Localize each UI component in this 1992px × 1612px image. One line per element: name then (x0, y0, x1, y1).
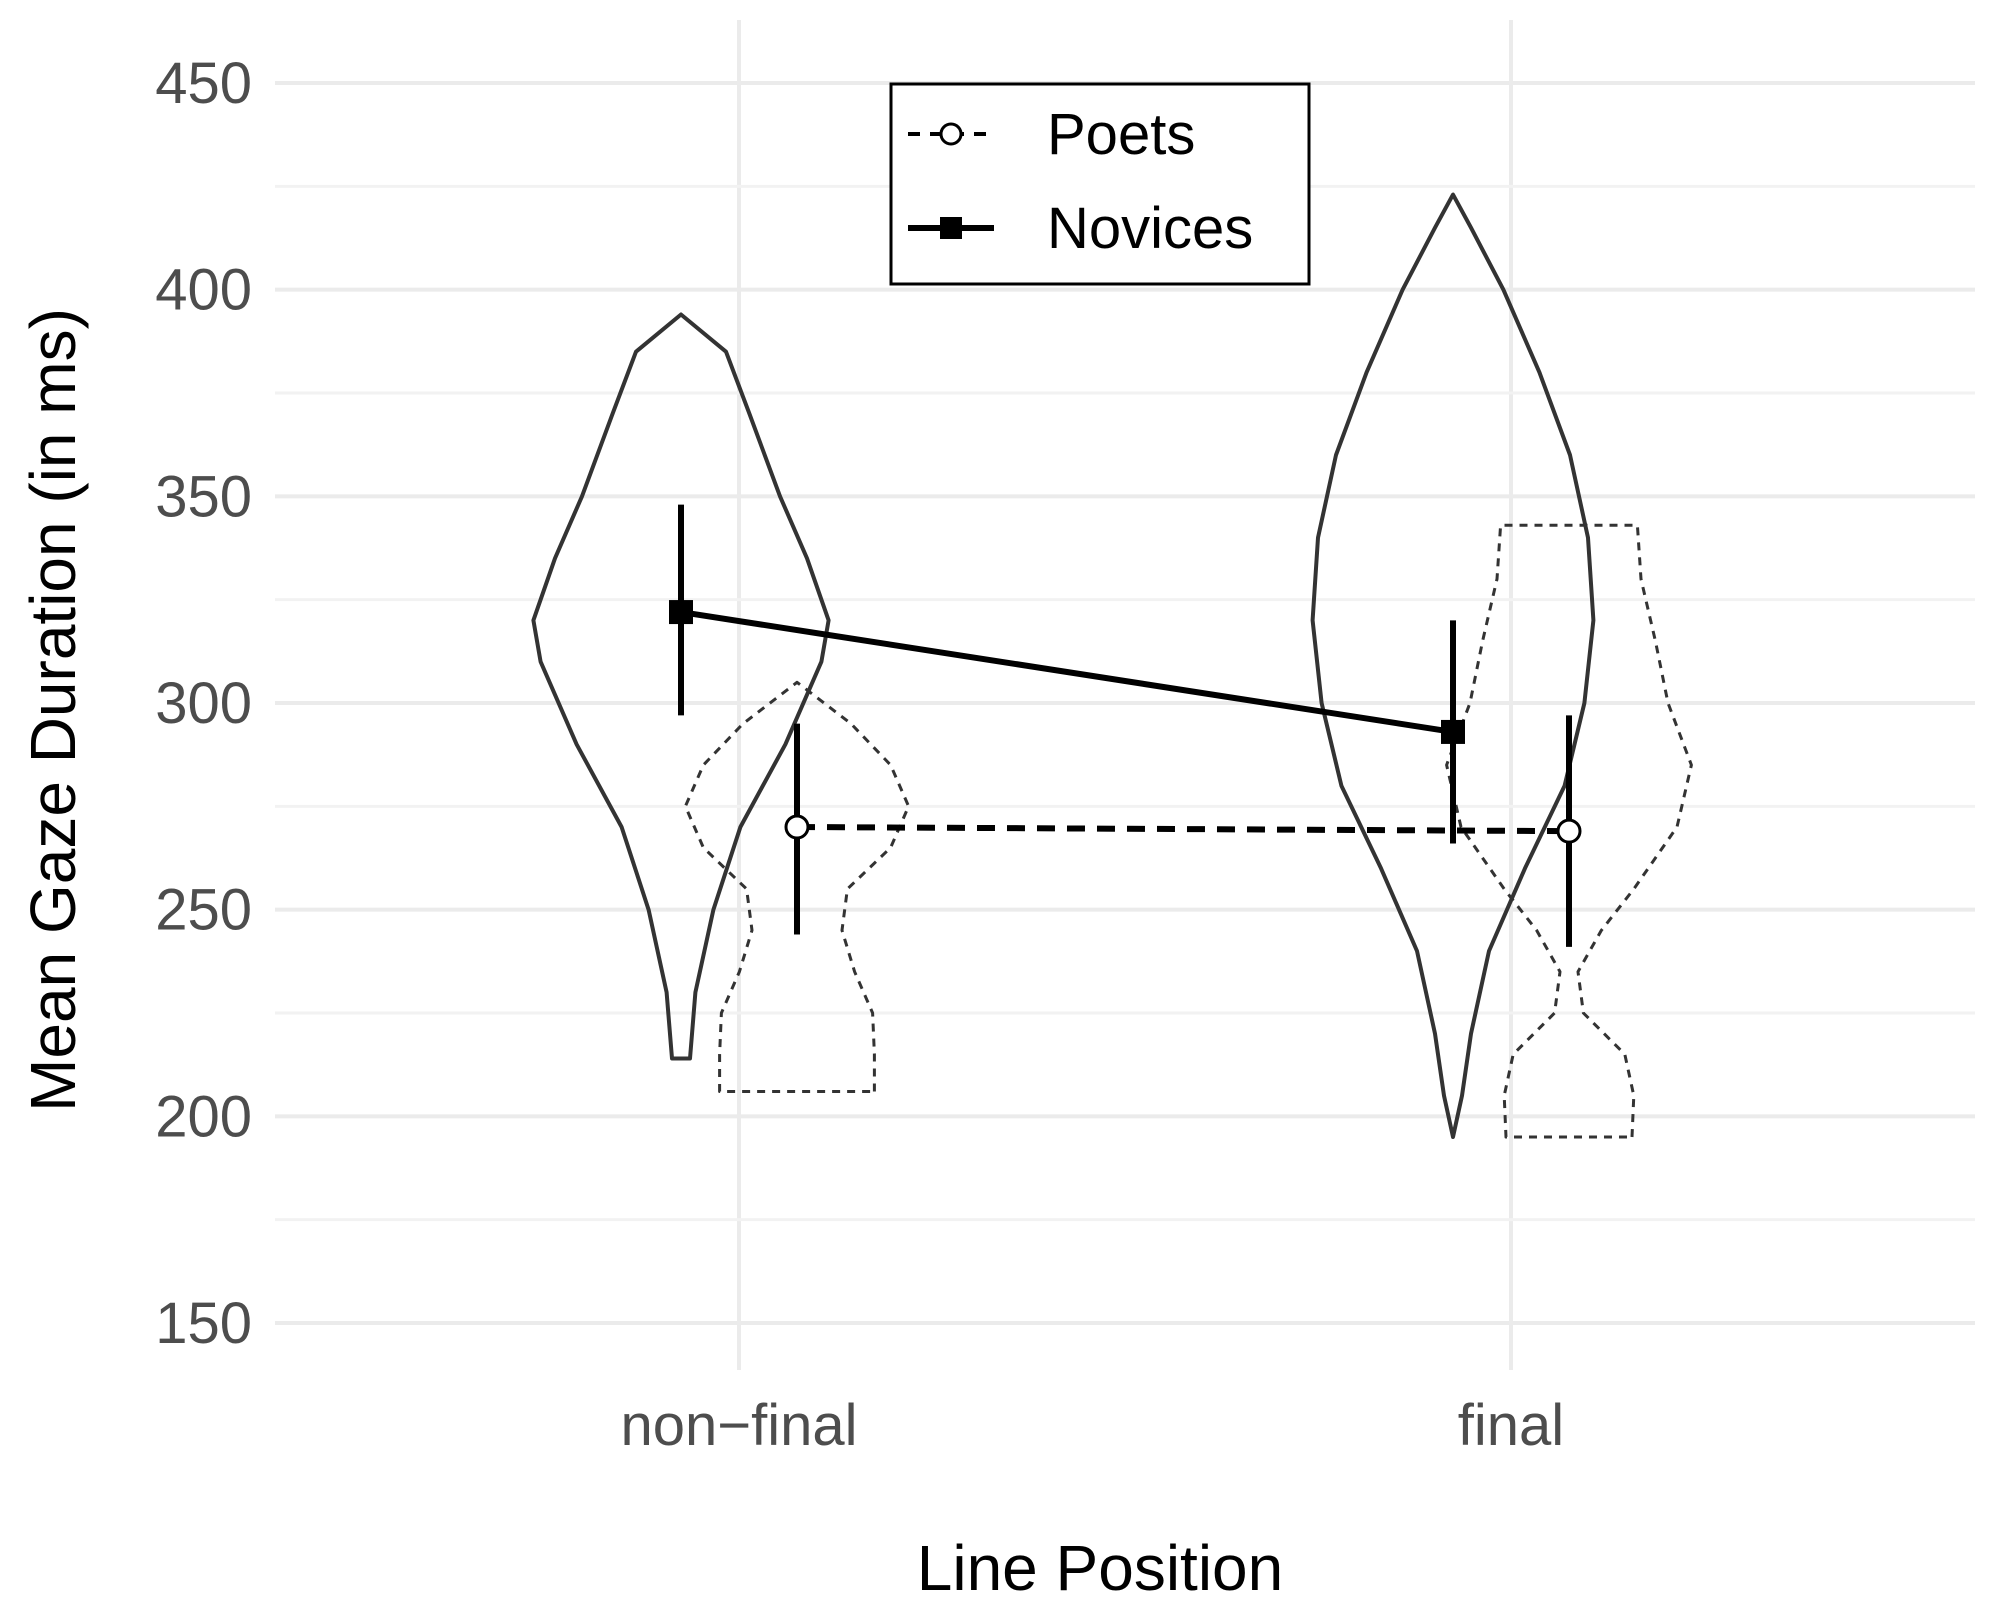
violin-novices-final (1310, 192, 1596, 1139)
legend-label-poets: Poets (1047, 102, 1195, 167)
series-line-novices (680, 609, 1454, 735)
x-tick-labels: non−final final (620, 1393, 1564, 1458)
series-line-poets (796, 824, 1570, 835)
point-poets (784, 814, 810, 840)
y-tick-label: 300 (155, 671, 252, 736)
y-tick-label: 450 (155, 51, 252, 116)
point-novices (1441, 719, 1465, 744)
legend-box (889, 82, 1311, 286)
series-lines-layer (680, 609, 1570, 835)
y-tick-label: 200 (155, 1084, 252, 1149)
violin-poets-final (1445, 523, 1693, 1139)
y-tick-label: 400 (155, 258, 252, 323)
y-tick-labels: 150 200 250 300 350 400 450 (155, 51, 252, 1356)
points-layer (669, 600, 1582, 844)
legend-label-novices: Novices (1047, 196, 1253, 261)
y-tick-label: 150 (155, 1291, 252, 1356)
violin-novices-non-final (531, 312, 831, 1061)
y-tick-label: 250 (155, 878, 252, 943)
legend-key-novices-marker (940, 217, 962, 239)
legend: Poets Novices (889, 82, 1311, 286)
error-bars-layer (678, 504, 1572, 947)
point-novices (669, 600, 693, 625)
y-tick-label: 350 (155, 464, 252, 529)
x-tick-label: final (1458, 1393, 1564, 1458)
x-axis-title: Line Position (917, 1532, 1283, 1604)
grid-minor-lines (275, 184, 1975, 1222)
legend-key-poets-marker (939, 122, 963, 146)
y-axis-title: Mean Gaze Duration (in ms) (17, 308, 89, 1112)
x-tick-label: non−final (620, 1393, 857, 1458)
violin-layer (531, 192, 1693, 1139)
violin-poets-non-final (683, 680, 911, 1093)
point-poets (1556, 818, 1582, 844)
